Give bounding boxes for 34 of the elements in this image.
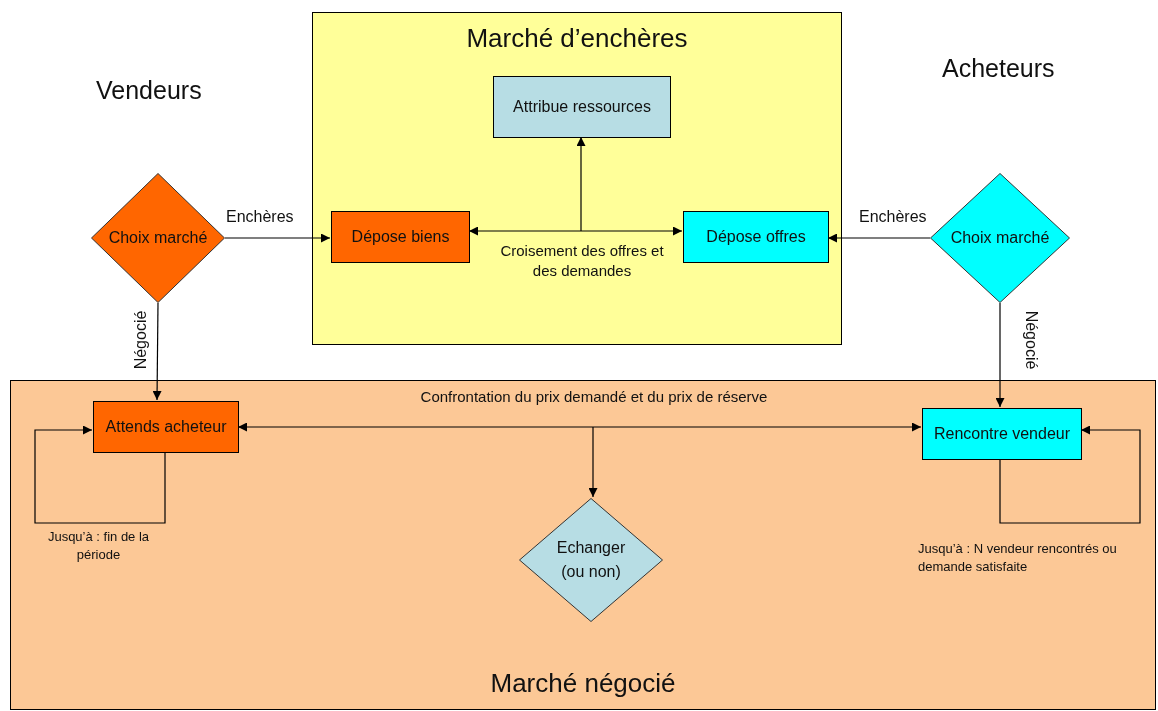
arrow: [224, 233, 331, 243]
arrow: [468, 226, 582, 236]
arrow: [152, 302, 162, 401]
junction-text: Confrontation du prix demandé et du prix de réserve: [361, 387, 827, 428]
panel-title: Marché d’enchères: [465, 22, 689, 55]
junction-text: Croisement des offres et des demandes: [497, 232, 667, 282]
loop-condition-note: Jusqu’à : N vendeur rencontrés ou demande satisfaite: [918, 540, 1118, 576]
process-box: Attends acheteur: [93, 401, 239, 453]
group-heading: Acheteurs: [942, 53, 1055, 84]
edge-label: Enchères: [859, 207, 927, 227]
process-box: Dépose offres: [683, 211, 829, 263]
process-box: Dépose biens: [331, 211, 470, 263]
market-panel: [312, 12, 842, 345]
market-panel: [10, 380, 1156, 710]
arrow: [580, 226, 683, 236]
process-box: Rencontre vendeur: [922, 408, 1082, 460]
process-box: Attribue ressources: [493, 76, 671, 138]
decision-diamond: Choix marché: [91, 173, 225, 303]
decision-diamond: Echanger (ou non): [519, 498, 663, 622]
arrow: [588, 426, 598, 498]
group-heading: Vendeurs: [96, 75, 202, 106]
loop-condition-note: Jusqu’à : fin de la période: [46, 528, 151, 564]
arrow: [576, 136, 586, 232]
arrow: [592, 422, 922, 432]
arrow: [237, 422, 594, 432]
arrow: [999, 425, 1141, 524]
edge-label: Négocié: [131, 310, 151, 370]
edge-label: Négocié: [1022, 310, 1042, 370]
arrow: [995, 302, 1005, 408]
decision-diamond: Choix marché: [930, 173, 1070, 303]
panel-title: Marché négocié: [489, 667, 677, 700]
edge-label: Enchères: [226, 207, 294, 227]
arrow: [827, 233, 931, 243]
arrow: [34, 425, 166, 524]
